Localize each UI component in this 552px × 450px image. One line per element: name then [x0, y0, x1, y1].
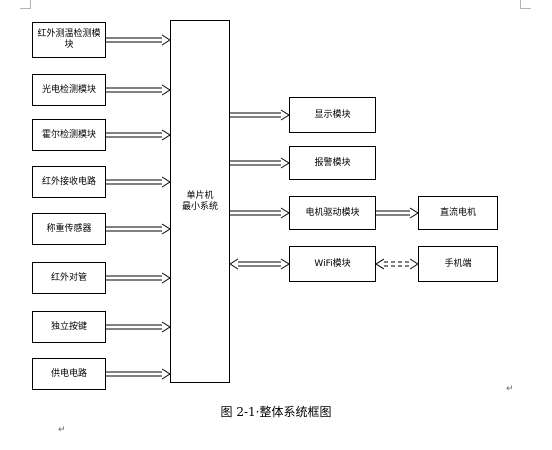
- wireless-link-phone-head-right: [409, 258, 419, 270]
- module-power-supply: 供电电路: [32, 358, 106, 390]
- module-motor-driver: 电机驱动模块: [289, 196, 376, 230]
- mcu-minimum-system: 单片机最小系统: [170, 20, 230, 383]
- input-arrow-head: [161, 129, 171, 141]
- output-arrow-dc-motor-head: [409, 207, 419, 219]
- module-alarm: 报警模块: [289, 146, 376, 180]
- module-ir-receiver: 红外接收电路: [32, 166, 106, 198]
- left-arrows-group: [106, 34, 171, 380]
- output-arrow-alarm-head: [280, 157, 290, 169]
- paragraph-mark: ↵: [506, 384, 514, 394]
- module-ir-pair: 红外对管: [32, 262, 106, 294]
- module-wifi: WiFi模块: [289, 246, 376, 282]
- input-arrow-head: [161, 223, 171, 235]
- module-ir-temperature: 红外测温检测模块: [32, 22, 106, 58]
- output-arrow-motor-driver-head: [280, 207, 290, 219]
- module-photoelectric: 光电检测模块: [32, 74, 106, 106]
- bidir-arrow-wifi-head-right: [280, 258, 290, 270]
- figure-caption: 图 2-1·整体系统框图: [220, 405, 332, 419]
- module-phone: 手机端: [418, 246, 498, 282]
- module-independent-keys: 独立按键: [32, 311, 106, 343]
- module-hall-sensor: 霍尔检测模块: [32, 119, 106, 151]
- paragraph-mark: ↵: [58, 425, 66, 435]
- input-arrow-head: [161, 368, 171, 380]
- input-arrow-head: [161, 84, 171, 96]
- module-display: 显示模块: [289, 97, 376, 133]
- page-corner-mark-left: [20, 0, 31, 9]
- right-arrows-group: [229, 109, 419, 270]
- input-arrow-head: [161, 176, 171, 188]
- wireless-link-phone-left-head: [375, 258, 385, 270]
- input-arrow-head: [161, 272, 171, 284]
- input-arrow-head: [161, 321, 171, 333]
- output-arrow-display-head: [280, 109, 290, 121]
- input-arrow-head: [161, 34, 171, 46]
- module-weighing-sensor: 称重传感器: [32, 213, 106, 245]
- module-dc-motor: 直流电机: [418, 196, 498, 230]
- page-corner-mark-right: [520, 0, 531, 9]
- bidir-arrow-wifi-left-head: [229, 258, 239, 270]
